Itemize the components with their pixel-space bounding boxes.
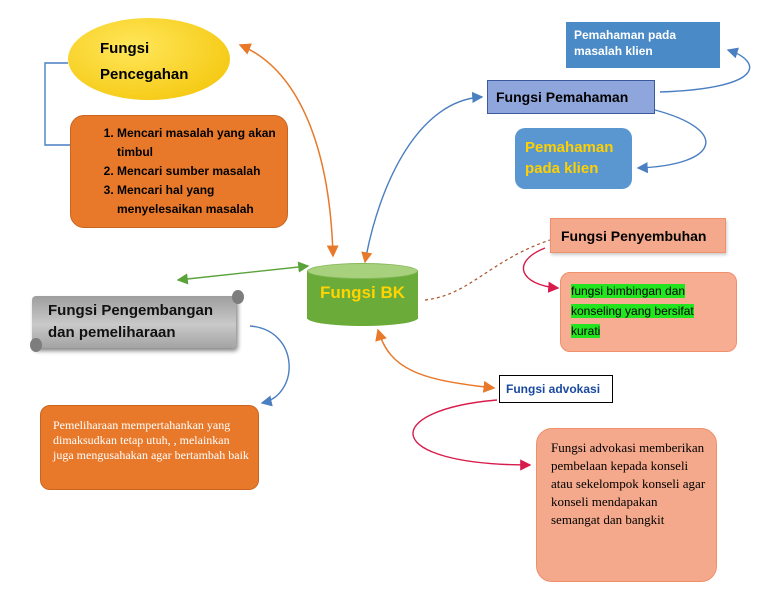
pencegahan-item: Mencari masalah yang akan timbul bbox=[117, 124, 279, 162]
pemeliharaan-desc-box: Pemeliharaan mempertahankan yang dimaksu… bbox=[40, 405, 259, 490]
arrow-pemahaman-to-klien bbox=[636, 109, 707, 174]
penyembuhan-desc-line1: fungsi bimbingan dan bbox=[571, 284, 686, 298]
arrow-pemahaman-to-masalah bbox=[659, 47, 751, 93]
arrow-pengembangan-to-desc bbox=[249, 325, 290, 407]
bracket-pencegahan bbox=[44, 62, 70, 146]
fungsi-advokasi-node: Fungsi advokasi bbox=[499, 375, 613, 403]
fungsi-pemahaman-node: Fungsi Pemahaman bbox=[487, 80, 655, 114]
scroll-curl-icon bbox=[30, 338, 42, 352]
pemahaman-title: Fungsi Pemahaman bbox=[496, 89, 629, 105]
advokasi-desc-box: Fungsi advokasi memberikan pembelaan kep… bbox=[536, 428, 717, 582]
pemahaman-masalah-line2: masalah klien bbox=[574, 44, 653, 58]
arrow-bk-to-pengembangan bbox=[176, 261, 310, 285]
arrow-bk-to-pemahaman bbox=[361, 91, 484, 264]
pemahaman-masalah-box: Pemahaman pada masalah klien bbox=[566, 22, 720, 68]
pencegahan-title-line1: Fungsi bbox=[100, 40, 150, 57]
penyembuhan-title: Fungsi Penyembuhan bbox=[561, 228, 707, 244]
pengembangan-title-line2: dan pemeliharaan bbox=[48, 324, 176, 341]
arrow-bk-to-pencegahan bbox=[238, 43, 339, 258]
fungsi-pengembangan-node: Fungsi Pengembangan dan pemeliharaan bbox=[30, 290, 244, 352]
arrow-bk-to-advokasi bbox=[375, 328, 496, 393]
fungsi-bk-center-node: Fungsi BK bbox=[307, 263, 418, 326]
pemeliharaan-desc-text: Pemeliharaan mempertahankan yang dimaksu… bbox=[53, 418, 249, 462]
pencegahan-list-box: Mencari masalah yang akan timbul Mencari… bbox=[70, 115, 288, 228]
penyembuhan-desc-line2: konseling yang bersifat bbox=[571, 304, 694, 318]
pemahaman-klien-box: Pemahaman pada klien bbox=[515, 128, 632, 189]
scroll-shape bbox=[32, 296, 236, 348]
advokasi-desc-text: Fungsi advokasi memberikan pembelaan kep… bbox=[551, 440, 706, 527]
arrow-advokasi-to-desc bbox=[412, 399, 532, 471]
fungsi-pencegahan-node: Fungsi Pencegahan bbox=[68, 18, 230, 100]
scroll-curl-icon bbox=[232, 290, 244, 304]
pencegahan-item: Mencari hal yang menyelesaikan masalah bbox=[117, 181, 279, 219]
advokasi-title: Fungsi advokasi bbox=[506, 382, 601, 396]
fungsi-bk-label: Fungsi BK bbox=[320, 283, 405, 302]
pemahaman-klien-line2: pada klien bbox=[525, 160, 599, 177]
pencegahan-item: Mencari sumber masalah bbox=[117, 162, 279, 181]
pemahaman-klien-line1: Pemahaman bbox=[525, 139, 614, 156]
dashed-bk-to-penyembuhan bbox=[424, 239, 551, 301]
pemahaman-masalah-line1: Pemahaman pada bbox=[574, 28, 677, 42]
pengembangan-title-line1: Fungsi Pengembangan bbox=[48, 302, 214, 319]
penyembuhan-desc-line3: kurati bbox=[571, 324, 601, 338]
penyembuhan-desc-box: fungsi bimbingan dan konseling yang bers… bbox=[560, 272, 737, 352]
pencegahan-title-line2: Pencegahan bbox=[100, 66, 189, 83]
arrow-penyembuhan-to-desc bbox=[522, 247, 560, 293]
fungsi-penyembuhan-node: Fungsi Penyembuhan bbox=[550, 218, 726, 253]
